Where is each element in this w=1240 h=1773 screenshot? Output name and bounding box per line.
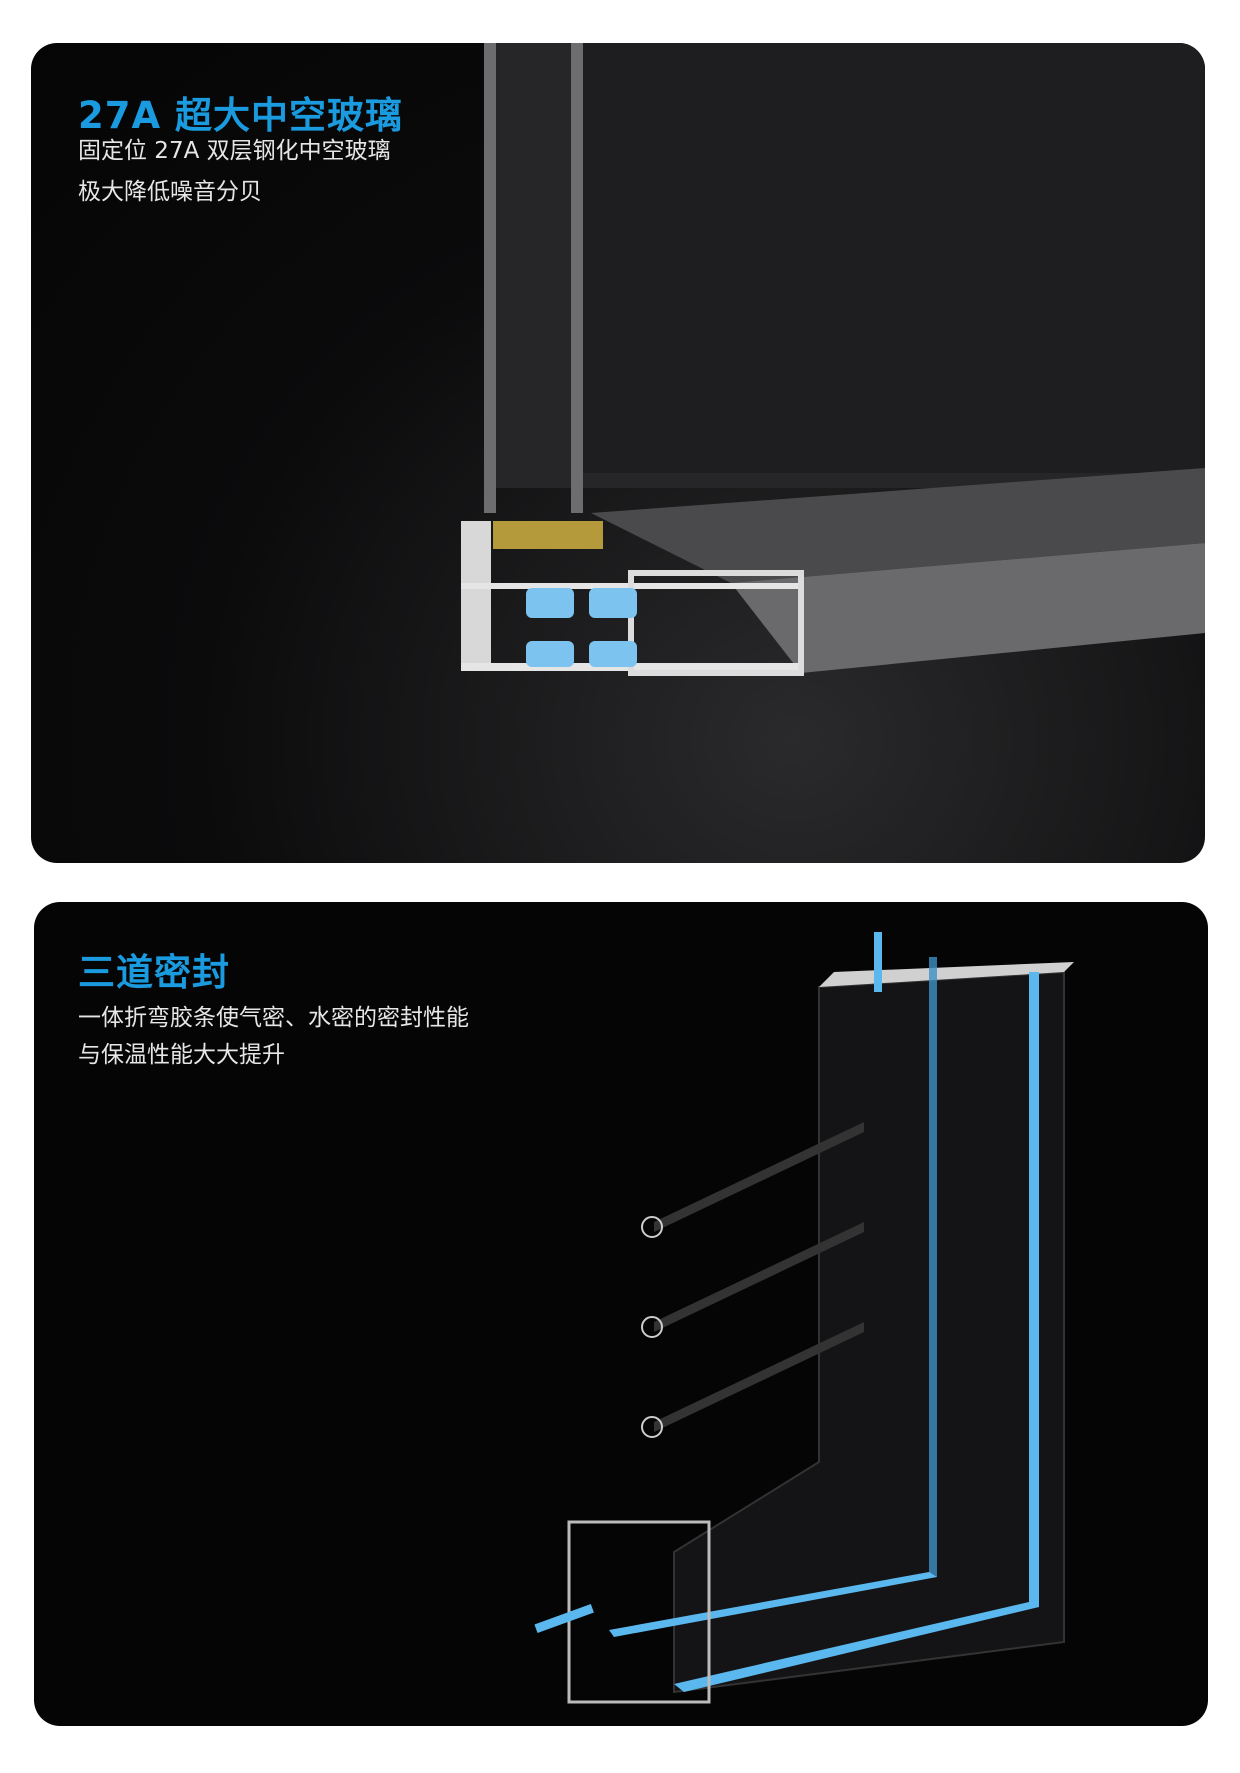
section-description: 固定位 27A 双层钢化中空玻璃 极大降低噪音分贝 [78,131,391,213]
description-line: 极大降低噪音分贝 [78,179,262,205]
insulated-glass-card: 27A 超大中空玻璃 固定位 27A 双层钢化中空玻璃 极大降低噪音分贝 [31,43,1205,863]
section-description: 一体折弯胶条使气密、水密的密封性能 与保温性能大大提升 [78,1000,469,1074]
description-line: 固定位 27A 双层钢化中空玻璃 [78,138,391,164]
section-title: 27A 超大中空玻璃 [78,94,404,137]
section-title: 三道密封 [78,951,230,994]
seal-profile-illustration [534,932,1074,1704]
glass-profile-illustration [461,43,1205,676]
description-line: 与保温性能大大提升 [78,1042,285,1068]
description-line: 一体折弯胶条使气密、水密的密封性能 [78,1005,469,1031]
triple-seal-card: 三道密封 一体折弯胶条使气密、水密的密封性能 与保温性能大大提升 [34,902,1208,1726]
